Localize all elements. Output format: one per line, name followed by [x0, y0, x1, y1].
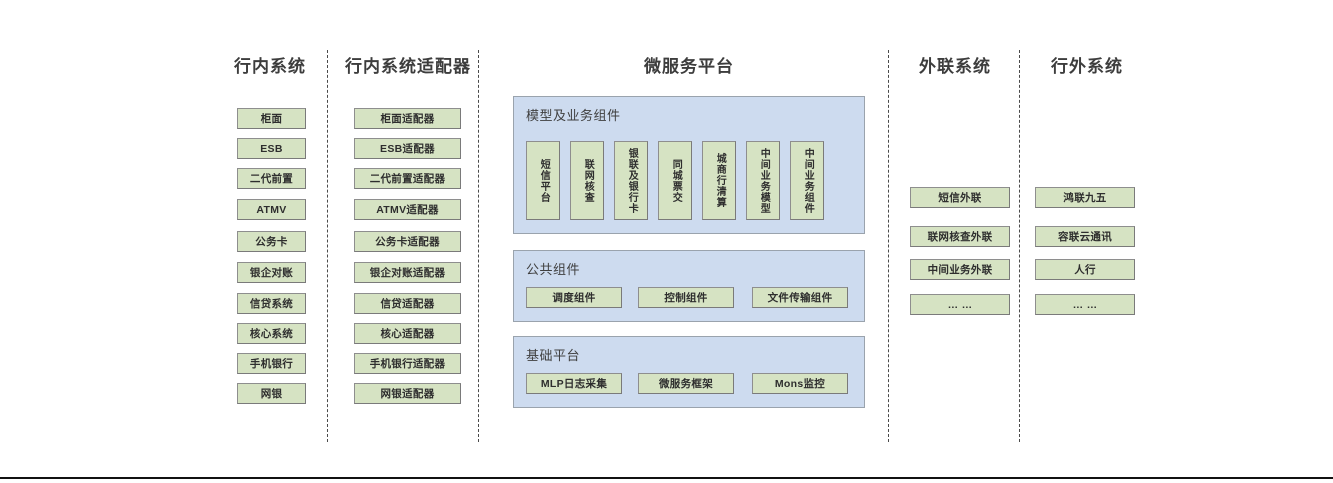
- node-in-bank-system[interactable]: 公务卡: [237, 231, 306, 252]
- panel-base-platform: 基础平台: [513, 336, 865, 408]
- panel-label-public-components: 公共组件: [526, 262, 581, 277]
- node-off-bank-system[interactable]: 容联云通讯: [1035, 226, 1135, 247]
- node-base-platform-component[interactable]: MLP日志采集: [526, 373, 622, 394]
- node-base-platform-component[interactable]: Mons监控: [752, 373, 848, 394]
- node-in-bank-system[interactable]: 银企对账: [237, 262, 306, 283]
- node-in-bank-system[interactable]: 柜面: [237, 108, 306, 129]
- node-base-platform-component[interactable]: 微服务框架: [638, 373, 734, 394]
- divider-1: [327, 50, 328, 442]
- node-in-bank-adapter[interactable]: 信贷适配器: [354, 293, 461, 314]
- column-title-external-link-systems: 外联系统: [919, 57, 991, 76]
- node-in-bank-adapter[interactable]: 银企对账适配器: [354, 262, 461, 283]
- node-off-bank-system[interactable]: 鸿联九五: [1035, 187, 1135, 208]
- bottom-divider: [0, 477, 1333, 479]
- node-in-bank-system[interactable]: 二代前置: [237, 168, 306, 189]
- node-in-bank-system[interactable]: 手机银行: [237, 353, 306, 374]
- node-model-component[interactable]: 短信平台: [526, 141, 560, 220]
- node-in-bank-system[interactable]: 核心系统: [237, 323, 306, 344]
- node-public-component[interactable]: 控制组件: [638, 287, 734, 308]
- node-external-link-system[interactable]: 短信外联: [910, 187, 1010, 208]
- node-in-bank-adapter[interactable]: 网银适配器: [354, 383, 461, 404]
- node-in-bank-adapter[interactable]: 公务卡适配器: [354, 231, 461, 252]
- node-external-link-system[interactable]: 联网核查外联: [910, 226, 1010, 247]
- node-public-component[interactable]: 文件传输组件: [752, 287, 848, 308]
- node-external-link-system[interactable]: 中间业务外联: [910, 259, 1010, 280]
- node-in-bank-system[interactable]: 信贷系统: [237, 293, 306, 314]
- column-title-microservice-platform: 微服务平台: [644, 57, 734, 76]
- node-external-link-system[interactable]: … …: [910, 294, 1010, 315]
- node-off-bank-system[interactable]: … …: [1035, 294, 1135, 315]
- node-in-bank-adapter[interactable]: ESB适配器: [354, 138, 461, 159]
- node-model-component[interactable]: 城商行清算: [702, 141, 736, 220]
- node-in-bank-system[interactable]: 网银: [237, 383, 306, 404]
- panel-label-base-platform: 基础平台: [526, 348, 581, 363]
- node-in-bank-adapter[interactable]: 柜面适配器: [354, 108, 461, 129]
- node-in-bank-adapter[interactable]: 手机银行适配器: [354, 353, 461, 374]
- panel-label-model-business-components: 模型及业务组件: [526, 108, 621, 123]
- node-in-bank-system[interactable]: ESB: [237, 138, 306, 159]
- node-in-bank-adapter[interactable]: 二代前置适配器: [354, 168, 461, 189]
- node-public-component[interactable]: 调度组件: [526, 287, 622, 308]
- node-model-component[interactable]: 同城票交: [658, 141, 692, 220]
- node-model-component[interactable]: 中间业务组件: [790, 141, 824, 220]
- column-title-off-bank-systems: 行外系统: [1051, 57, 1123, 76]
- node-model-component[interactable]: 银联及银行卡: [614, 141, 648, 220]
- panel-public-components: 公共组件: [513, 250, 865, 322]
- node-in-bank-system[interactable]: ATMV: [237, 199, 306, 220]
- divider-4: [1019, 50, 1020, 442]
- divider-2: [478, 50, 479, 442]
- column-title-in-bank-systems: 行内系统: [234, 57, 306, 76]
- node-model-component[interactable]: 中间业务模型: [746, 141, 780, 220]
- node-in-bank-adapter[interactable]: ATMV适配器: [354, 199, 461, 220]
- node-in-bank-adapter[interactable]: 核心适配器: [354, 323, 461, 344]
- divider-3: [888, 50, 889, 442]
- column-title-in-bank-adapters: 行内系统适配器: [345, 57, 471, 76]
- node-off-bank-system[interactable]: 人行: [1035, 259, 1135, 280]
- node-model-component[interactable]: 联网核查: [570, 141, 604, 220]
